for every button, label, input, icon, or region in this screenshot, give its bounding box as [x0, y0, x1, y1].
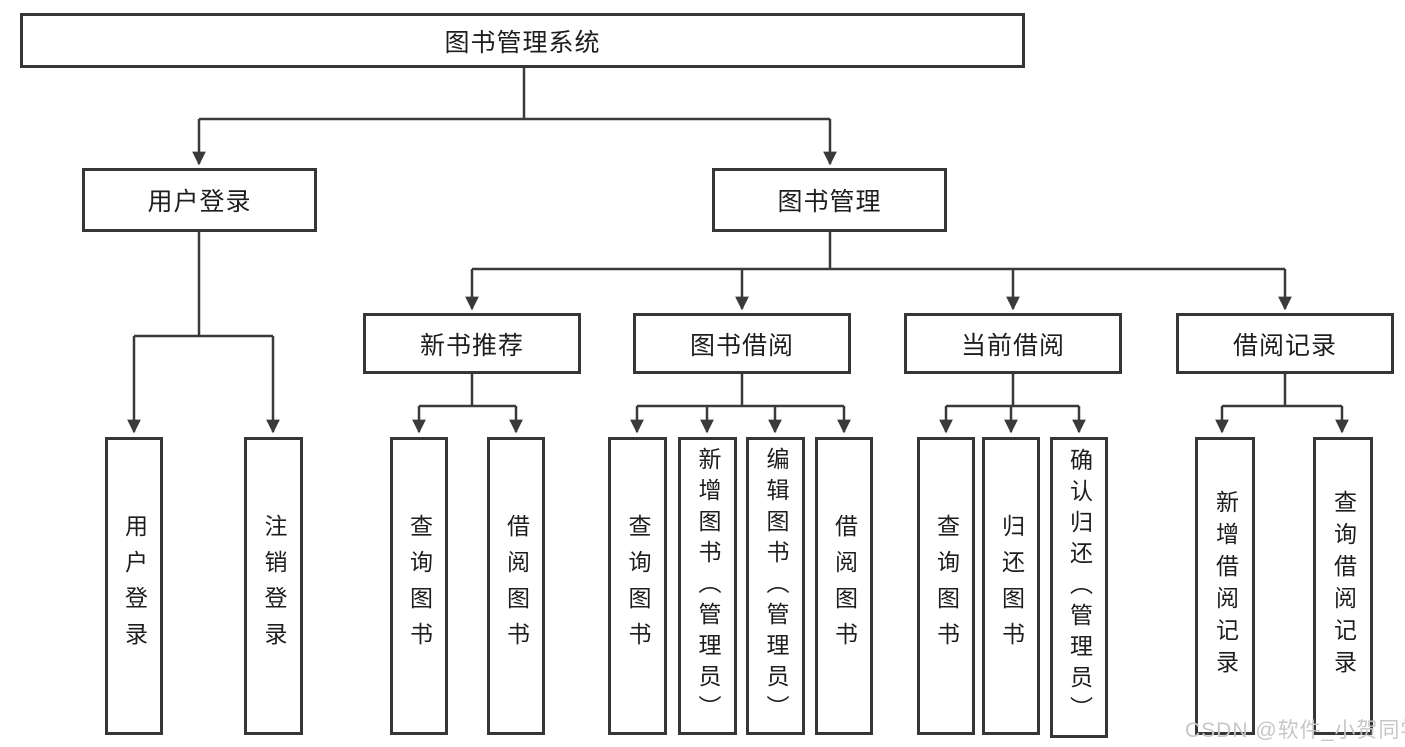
leaf-add-borrow-record: 新增借阅记录 [1195, 437, 1255, 735]
node-label: 图书借阅 [689, 331, 794, 360]
node-label: 查询图书 [933, 514, 960, 658]
node-book-management: 图书管理 [712, 168, 947, 232]
node-label: 新增图书（管理员） [695, 446, 721, 726]
node-label: 借阅图书 [831, 514, 858, 658]
node-label: 图书管理 [777, 188, 882, 216]
leaf-borrow-books: 借阅图书 [815, 437, 873, 735]
node-label: 新书推荐 [419, 331, 524, 360]
node-label: 借阅图书 [503, 514, 530, 658]
node-label: 查询图书 [406, 514, 433, 658]
leaf-confirm-return-admin: 确认归还（管理员） [1050, 437, 1108, 738]
leaf-borrow-books-recommend: 借阅图书 [487, 437, 545, 735]
leaf-query-books-current: 查询图书 [917, 437, 975, 735]
node-current-borrow: 当前借阅 [904, 313, 1122, 374]
node-label: 注销登录 [261, 514, 287, 658]
node-label: 借阅记录 [1232, 331, 1337, 360]
node-label: 新增借阅记录 [1212, 490, 1239, 682]
leaf-query-borrow-record: 查询借阅记录 [1313, 437, 1373, 735]
node-borrow-records: 借阅记录 [1176, 313, 1394, 374]
leaf-user-login: 用户登录 [105, 437, 163, 735]
leaf-query-books-borrow: 查询图书 [608, 437, 667, 735]
leaf-logout: 注销登录 [244, 437, 303, 735]
leaf-edit-book-admin: 编辑图书（管理员） [746, 437, 805, 735]
watermark: CSDN @软件_小贺同学 [1185, 719, 1405, 742]
node-label: 查询图书 [625, 514, 651, 658]
leaf-add-book-admin: 新增图书（管理员） [678, 437, 737, 735]
node-label: 编辑图书（管理员） [763, 446, 789, 726]
leaf-query-books-recommend: 查询图书 [390, 437, 448, 735]
node-label: 当前借阅 [960, 331, 1065, 360]
node-label: 查询借阅记录 [1330, 490, 1357, 682]
node-label: 图书管理系统 [444, 28, 601, 57]
node-label: 用户登录 [147, 188, 252, 216]
node-library-system: 图书管理系统 [20, 13, 1025, 68]
node-book-borrow: 图书借阅 [633, 313, 851, 374]
leaf-return-books: 归还图书 [982, 437, 1040, 735]
node-user-login: 用户登录 [82, 168, 317, 232]
node-label: 用户登录 [121, 514, 148, 658]
node-new-book-recommend: 新书推荐 [363, 313, 581, 374]
node-label: 归还图书 [998, 514, 1025, 658]
node-label: 确认归还（管理员） [1066, 448, 1093, 727]
